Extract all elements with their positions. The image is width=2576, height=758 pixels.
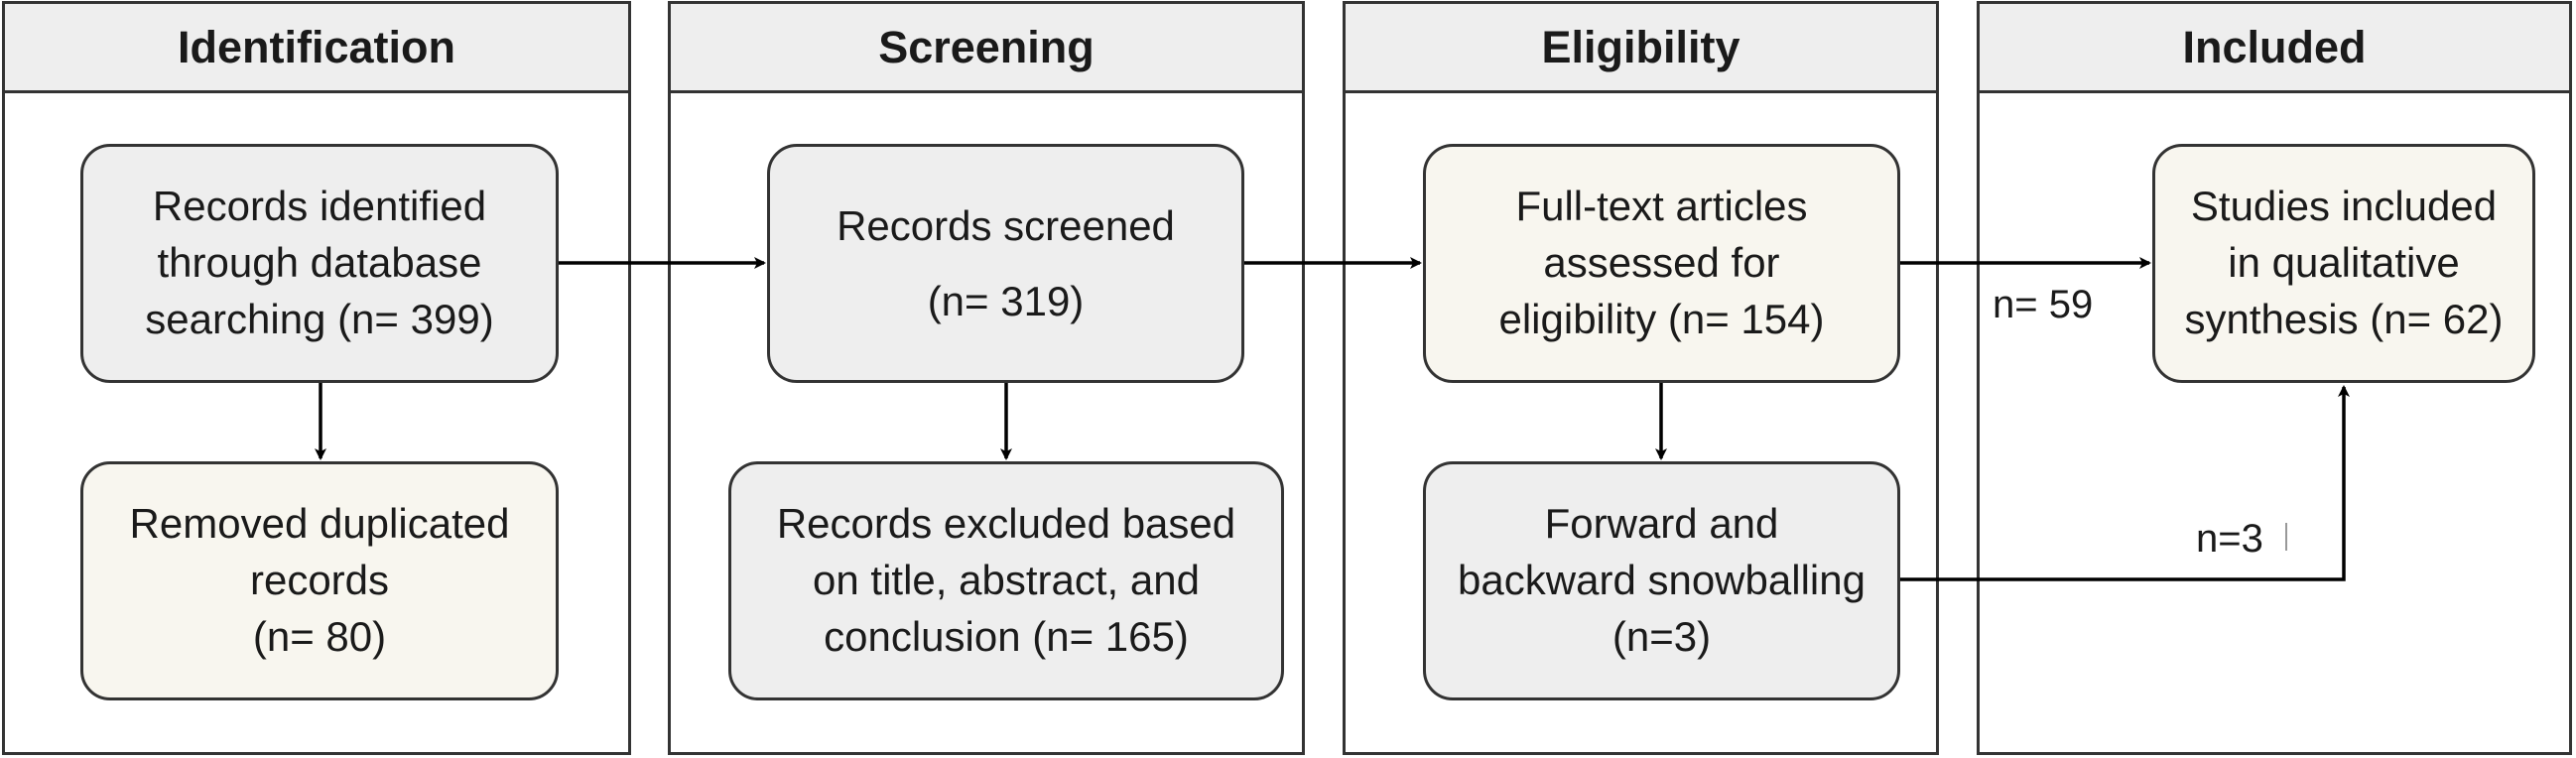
node-studies-included: Studies included in qualitative synthesi… <box>2152 144 2535 383</box>
lane-header-included: Included <box>1980 4 2569 93</box>
lane-header-screening: Screening <box>671 4 1302 93</box>
node-fulltext-assessed: Full-text articles assessed for eligibil… <box>1423 144 1900 383</box>
node-records-identified-text: Records identified through database sear… <box>145 183 494 342</box>
edge-snowballing-to-included <box>1899 385 2350 581</box>
node-fulltext-assessed-text: Full-text articles assessed for eligibil… <box>1498 183 1825 342</box>
node-snowballing-text: Forward and backward snowballing (n=3) <box>1458 500 1866 660</box>
node-studies-included-text: Studies included in qualitative synthesi… <box>2184 183 2504 342</box>
node-records-excluded: Records excluded based on title, abstrac… <box>728 461 1284 700</box>
edge-label-fulltext-to-included: n= 59 <box>1989 283 2098 327</box>
edge-label-snowballing-to-included: n=3 <box>2192 517 2267 562</box>
node-records-excluded-text: Records excluded based on title, abstrac… <box>776 500 1236 660</box>
lane-header-identification: Identification <box>5 4 628 93</box>
node-records-screened: Records screened (n= 319) <box>767 144 1244 383</box>
node-removed-duplicates: Removed duplicated records (n= 80) <box>80 461 559 700</box>
node-records-screened-text: Records screened (n= 319) <box>837 201 1175 324</box>
node-removed-duplicates-text: Removed duplicated records (n= 80) <box>129 500 510 660</box>
node-records-identified: Records identified through database sear… <box>80 144 559 383</box>
node-snowballing: Forward and backward snowballing (n=3) <box>1423 461 1900 700</box>
cursor-mark <box>2285 523 2287 551</box>
lane-header-eligibility: Eligibility <box>1346 4 1936 93</box>
